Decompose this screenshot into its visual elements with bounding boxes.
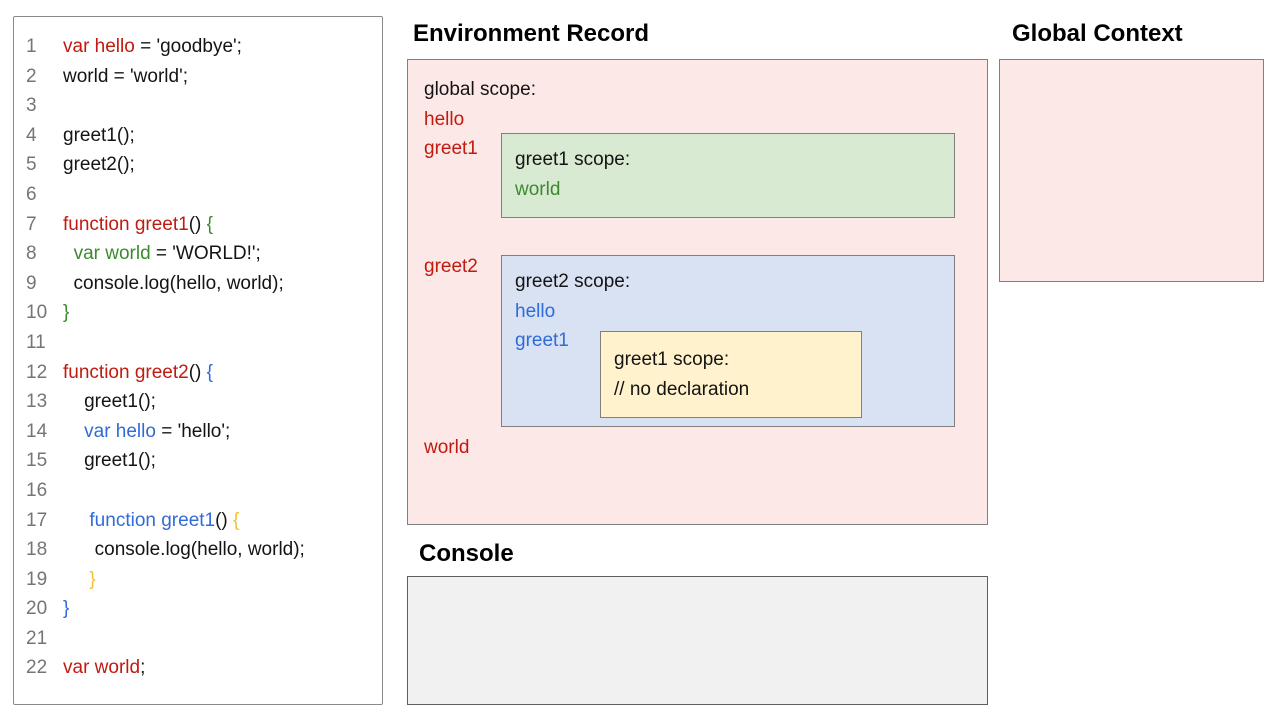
code-text: } bbox=[89, 568, 96, 590]
code-line: 10} bbox=[14, 298, 382, 328]
line-number: 17 bbox=[26, 509, 48, 531]
code-line: 21 bbox=[14, 624, 382, 654]
code-line: 22 var world; bbox=[14, 653, 382, 683]
code-line: 15 greet1(); bbox=[14, 446, 382, 476]
code-text: function greet1() { bbox=[89, 509, 240, 531]
line-number: 13 bbox=[26, 391, 48, 413]
code-panel: 1 var hello = 'goodbye'; 2 world = 'world';… bbox=[13, 16, 383, 705]
greet1-var-world: world bbox=[515, 178, 561, 200]
code-line: 13 greet1(); bbox=[14, 387, 382, 417]
line-number: 3 bbox=[26, 95, 37, 117]
code-text: } bbox=[63, 302, 70, 324]
code-line: 5 greet2(); bbox=[14, 150, 382, 180]
line-number: 1 bbox=[26, 36, 37, 57]
code-text: var world = 'WORLD!'; bbox=[73, 243, 261, 265]
code-lines: 1 var hello = 'goodbye'; 2 world = 'world';… bbox=[14, 32, 382, 683]
line-number: 12 bbox=[26, 361, 48, 383]
code-line: 4 greet1(); bbox=[14, 121, 382, 151]
code-line: 20} bbox=[14, 594, 382, 624]
code-text: greet1(); bbox=[63, 450, 156, 472]
line-number: 15 bbox=[26, 450, 48, 472]
code-line: 7 function greet1() { bbox=[14, 210, 382, 240]
code-text: greet1(); bbox=[63, 124, 135, 146]
global-var-hello: hello bbox=[424, 108, 465, 130]
greet2-scope-box: greet2 scope: hello greet1 greet1 scope:… bbox=[501, 255, 955, 427]
code-line: 14 var hello = 'hello'; bbox=[14, 417, 382, 447]
line-number: 7 bbox=[26, 213, 37, 235]
code-line: 16 bbox=[14, 476, 382, 506]
line-number: 22 bbox=[26, 657, 48, 679]
code-text: } bbox=[63, 598, 70, 620]
line-number: 19 bbox=[26, 568, 48, 590]
line-number: 6 bbox=[26, 183, 37, 205]
code-text: greet1(); bbox=[63, 391, 156, 413]
console-box bbox=[407, 576, 988, 705]
line-number: 18 bbox=[26, 539, 48, 561]
line-number: 4 bbox=[26, 124, 37, 146]
line-number: 5 bbox=[26, 154, 37, 176]
code-text: greet2(); bbox=[63, 154, 135, 176]
code-line: 2 world = 'world'; bbox=[14, 62, 382, 92]
greet2-scope-title: greet2 scope: bbox=[515, 271, 631, 292]
greet2-var-hello: hello bbox=[515, 300, 556, 322]
code-line: 8 var world = 'WORLD!'; bbox=[14, 239, 382, 269]
code-line: 19 } bbox=[14, 565, 382, 595]
greet1-scope-title: greet1 scope: bbox=[515, 149, 631, 170]
code-text: var hello = 'goodbye'; bbox=[63, 36, 242, 57]
line-number: 10 bbox=[26, 302, 48, 324]
line-number: 9 bbox=[26, 272, 37, 294]
code-line: 6 bbox=[14, 180, 382, 210]
code-text: world = 'world'; bbox=[63, 65, 188, 87]
line-number: 11 bbox=[26, 331, 46, 353]
code-text: console.log(hello, world); bbox=[63, 272, 284, 294]
code-text: function greet1() { bbox=[63, 213, 213, 235]
code-line: 3 bbox=[14, 91, 382, 121]
global-scope-box: global scope: hello greet1 greet1 scope:… bbox=[407, 59, 988, 525]
code-line: 18 console.log(hello, world); bbox=[14, 535, 382, 565]
line-number: 21 bbox=[26, 627, 48, 649]
greet2-var-greet1: greet1 bbox=[515, 330, 569, 351]
code-text: var hello = 'hello'; bbox=[84, 420, 231, 442]
environment-record-heading: Environment Record bbox=[413, 20, 650, 47]
code-text: var world; bbox=[63, 657, 146, 679]
line-number: 2 bbox=[26, 65, 37, 87]
code-text: function greet2() { bbox=[63, 361, 213, 383]
global-var-world: world bbox=[424, 437, 470, 458]
global-context-heading: Global Context bbox=[1012, 20, 1183, 47]
nested-greet1-scope-box: greet1 scope: // no declaration bbox=[600, 331, 862, 418]
code-line: 9 console.log(hello, world); bbox=[14, 269, 382, 299]
greet1-scope-box: greet1 scope: world bbox=[501, 133, 955, 218]
global-scope-label: global scope: bbox=[424, 79, 536, 100]
code-line: 1 var hello = 'goodbye'; bbox=[14, 32, 382, 62]
global-var-greet2: greet2 bbox=[424, 256, 478, 277]
console-heading: Console bbox=[419, 540, 514, 567]
code-line: 11 bbox=[14, 328, 382, 358]
code-line: 17 function greet1() { bbox=[14, 506, 382, 536]
line-number: 16 bbox=[26, 479, 48, 501]
global-var-greet1: greet1 bbox=[424, 138, 478, 159]
code-text: console.log(hello, world); bbox=[63, 539, 305, 561]
line-number: 8 bbox=[26, 243, 37, 265]
nested-greet1-comment: // no declaration bbox=[614, 378, 750, 400]
nested-greet1-scope-title: greet1 scope: bbox=[614, 349, 730, 370]
line-number: 14 bbox=[26, 420, 48, 442]
global-context-box bbox=[999, 59, 1264, 282]
code-line: 12 function greet2() { bbox=[14, 358, 382, 388]
line-number: 20 bbox=[26, 598, 48, 620]
